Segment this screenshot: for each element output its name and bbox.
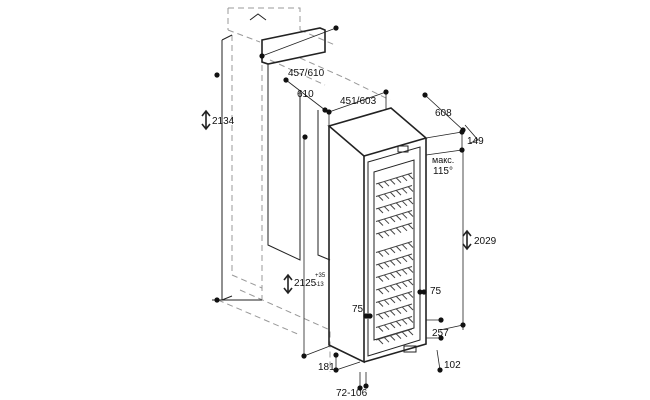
dimension-point bbox=[357, 385, 363, 391]
tolerance-minus: -13 bbox=[315, 282, 324, 288]
wine-rack-shelf bbox=[375, 266, 414, 282]
dimension-point bbox=[333, 367, 339, 373]
wine-rack-shelf bbox=[375, 328, 414, 345]
dimension-point bbox=[421, 289, 427, 295]
dimension-point bbox=[438, 317, 444, 323]
door-handle bbox=[397, 145, 409, 153]
door-angle-label: макс. bbox=[432, 155, 454, 165]
dimension-point bbox=[383, 89, 389, 95]
wine-rack-shelf bbox=[375, 197, 414, 214]
dim-door-angle: 115° bbox=[433, 166, 453, 177]
dim-side-left: 75 bbox=[352, 304, 364, 315]
dimension-point bbox=[322, 107, 328, 113]
dimension-point bbox=[333, 352, 339, 358]
dimension-point bbox=[437, 367, 443, 373]
dim-foot-range: 72-106 bbox=[336, 388, 368, 399]
wine-rack-shelf bbox=[375, 185, 414, 201]
wine-rack-shelf bbox=[375, 210, 414, 226]
dimension-point bbox=[301, 353, 307, 359]
dim-door-offset: 149 bbox=[467, 136, 484, 147]
dimension-point bbox=[363, 313, 369, 319]
dim-appliance-height: 2029 bbox=[474, 236, 497, 247]
dim-niche-height-adj: 2125 bbox=[294, 278, 317, 289]
dimension-lines bbox=[261, 27, 479, 388]
dimension-point bbox=[422, 92, 428, 98]
niche-outline bbox=[212, 7, 391, 372]
dimension-point bbox=[302, 134, 308, 140]
dimension-point bbox=[326, 109, 332, 115]
dimension-point bbox=[283, 77, 289, 83]
top-panel bbox=[249, 13, 331, 261]
dimension-point bbox=[367, 313, 373, 319]
wine-rack-shelf bbox=[375, 316, 414, 332]
dim-plinth-front: 257 bbox=[432, 328, 449, 339]
wine-rack-shelf bbox=[375, 253, 414, 270]
tolerance-plus: +35 bbox=[315, 273, 326, 279]
dim-base-height: 181 bbox=[318, 362, 335, 373]
wine-rack-shelf bbox=[375, 172, 414, 189]
dimension-point bbox=[417, 289, 423, 295]
dimension-point bbox=[259, 53, 265, 59]
dim-plinth-depth: 102 bbox=[444, 360, 461, 371]
dimension-point bbox=[459, 129, 465, 135]
dimension-point bbox=[363, 383, 369, 389]
wine-rack-shelf bbox=[375, 278, 414, 295]
dim-appliance-depth: 608 bbox=[435, 108, 452, 119]
plinth-foot bbox=[403, 345, 417, 353]
dim-side-right: 75 bbox=[430, 286, 442, 297]
height-arrow-icons bbox=[201, 109, 472, 295]
dim-niche-height: 2134 bbox=[212, 116, 235, 127]
wine-rack-shelf bbox=[375, 241, 414, 257]
dimension-point bbox=[438, 335, 444, 341]
dimension-dots bbox=[214, 25, 466, 391]
dim-niche-depth-top: 457/610 bbox=[288, 68, 325, 79]
dimension-point bbox=[459, 147, 465, 153]
dimension-point bbox=[214, 72, 220, 78]
dim-niche-width: 451/603 bbox=[340, 96, 377, 107]
wine-rack-shelf bbox=[375, 222, 414, 239]
dimension-point bbox=[333, 25, 339, 31]
wine-rack-shelf bbox=[375, 303, 414, 320]
dimension-point bbox=[460, 322, 466, 328]
wine-cabinet bbox=[327, 107, 428, 364]
wine-rack-shelf bbox=[375, 291, 414, 307]
wine-racks bbox=[375, 172, 414, 345]
dimension-point bbox=[214, 297, 220, 303]
dim-niche-depth: 610 bbox=[297, 89, 314, 100]
